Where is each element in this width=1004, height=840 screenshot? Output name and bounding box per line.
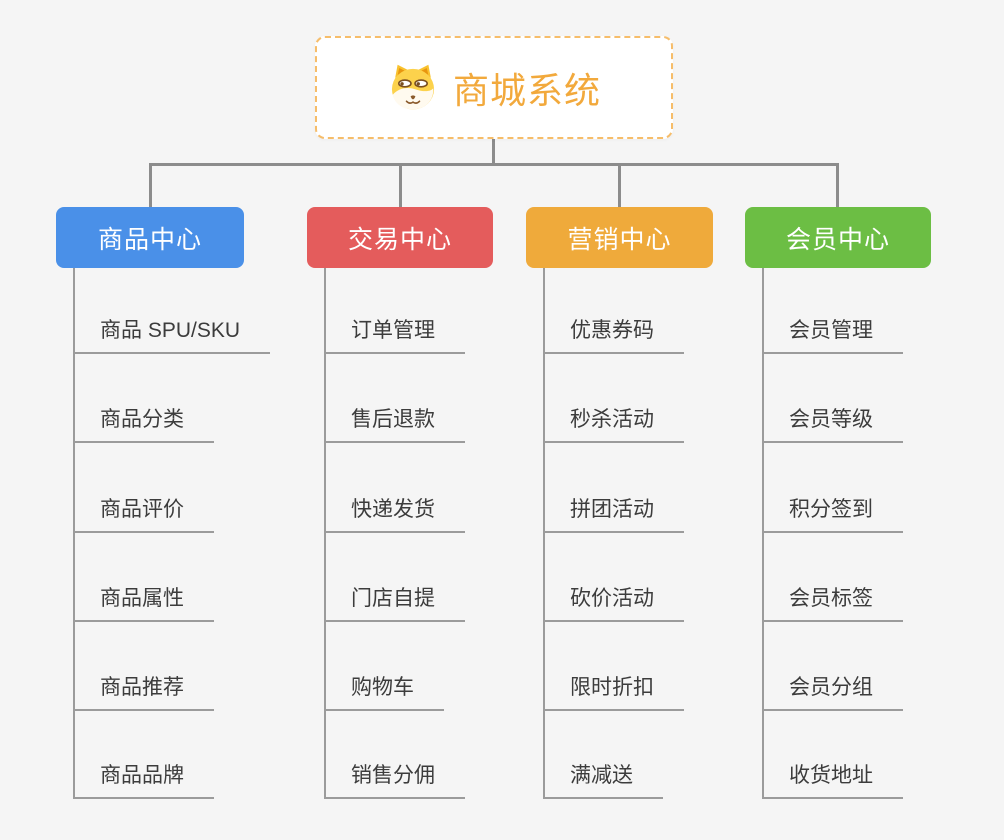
connector-line <box>618 163 621 208</box>
leaf-node[interactable]: 商品推荐 <box>73 675 214 711</box>
leaf-node[interactable]: 售后退款 <box>324 407 465 443</box>
leaf-node[interactable]: 会员等级 <box>762 407 903 443</box>
leaf-node[interactable]: 销售分佣 <box>324 763 465 799</box>
leaf-node[interactable]: 商品品牌 <box>73 763 214 799</box>
connector-line <box>492 139 495 166</box>
branch-label: 会员中心 <box>785 225 890 254</box>
connector-line <box>73 268 75 799</box>
leaf-node[interactable]: 商品 SPU/SKU <box>73 318 271 354</box>
leaf-node[interactable]: 会员管理 <box>762 318 903 354</box>
leaf-node[interactable]: 收货地址 <box>762 763 903 799</box>
leaf-node[interactable]: 积分签到 <box>762 497 903 533</box>
leaf-node[interactable]: 商品分类 <box>73 407 214 443</box>
dog-face-icon <box>387 64 439 111</box>
leaf-node[interactable]: 订单管理 <box>324 318 465 354</box>
leaf-node[interactable]: 会员标签 <box>762 586 903 622</box>
branch-node-trade-center[interactable]: 交易中心 <box>307 207 493 268</box>
leaf-node[interactable]: 优惠券码 <box>543 318 684 354</box>
branch-node-marketing-center[interactable]: 营销中心 <box>526 207 713 268</box>
leaf-node[interactable]: 会员分组 <box>762 675 903 711</box>
leaf-node[interactable]: 快递发货 <box>324 497 465 533</box>
connector-line <box>149 163 152 208</box>
connector-line <box>149 163 839 166</box>
root-node[interactable]: 商城系统 <box>315 36 673 139</box>
branch-node-product-center[interactable]: 商品中心 <box>56 207 244 268</box>
branch-label: 交易中心 <box>347 225 452 254</box>
connector-line <box>399 163 402 208</box>
connector-line <box>762 268 764 799</box>
leaf-node[interactable]: 秒杀活动 <box>543 407 684 443</box>
branch-label: 营销中心 <box>567 225 672 254</box>
connector-line <box>836 163 839 208</box>
branch-label: 商品中心 <box>97 225 202 254</box>
connector-line <box>543 268 545 799</box>
leaf-node[interactable]: 砍价活动 <box>543 586 684 622</box>
branch-node-member-center[interactable]: 会员中心 <box>745 207 931 268</box>
root-node-label: 商城系统 <box>452 69 601 111</box>
leaf-node[interactable]: 门店自提 <box>324 586 465 622</box>
leaf-node[interactable]: 商品属性 <box>73 586 214 622</box>
leaf-node[interactable]: 拼团活动 <box>543 497 684 533</box>
connector-line <box>324 268 326 799</box>
leaf-node[interactable]: 商品评价 <box>73 497 214 533</box>
leaf-node[interactable]: 限时折扣 <box>543 675 684 711</box>
leaf-node[interactable]: 购物车 <box>324 675 444 711</box>
leaf-node[interactable]: 满减送 <box>543 763 663 799</box>
